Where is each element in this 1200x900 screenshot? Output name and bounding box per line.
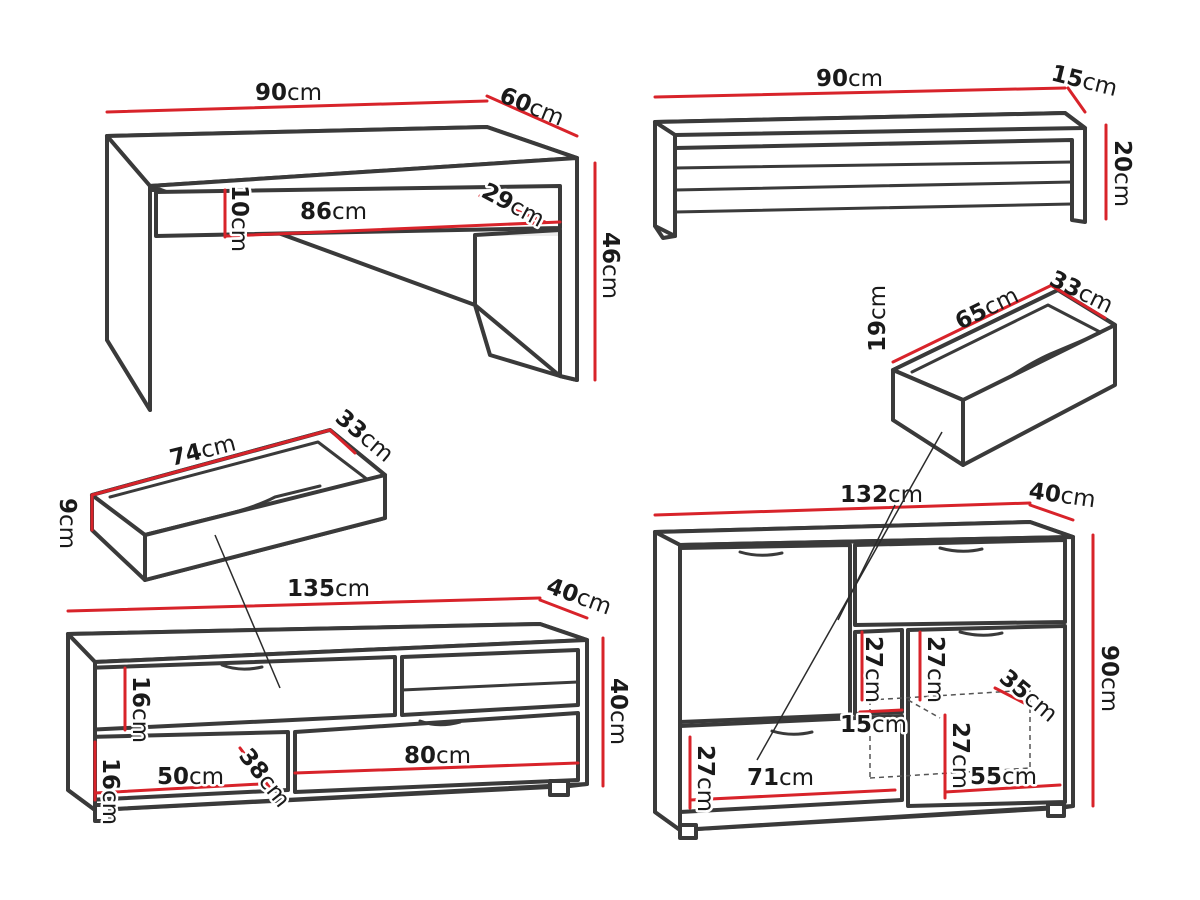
- chest-lower-right-height-label: 27cm: [947, 722, 973, 789]
- chest-drawer-height-label: 19cm: [865, 285, 891, 352]
- chest-drawer-drawing: [891, 288, 1117, 467]
- chest-top-leader-line: [837, 504, 896, 621]
- top-shelf-height-label: 20cm: [1109, 140, 1135, 207]
- tv-unit-lower-height-label: 16cm: [97, 758, 123, 825]
- desk-depth-label: 60cm: [496, 82, 568, 131]
- chest-drawing: [653, 520, 1075, 840]
- chest-bottom-left-height-label: 27cm: [692, 745, 718, 812]
- desk-shelf-width-label: 86cm: [300, 199, 367, 225]
- chest-narrow-height-label: 27cm: [860, 636, 886, 703]
- top-shelf-width-label: 90cm: [816, 66, 883, 92]
- chest-width-label: 132cm: [840, 482, 923, 508]
- chest-lower-right-width-label: 55cm: [970, 764, 1037, 790]
- tv-unit-left-width-label: 50cm: [157, 764, 224, 790]
- top-shelf-drawing: [653, 111, 1087, 240]
- desk-shelf-height-label: 10cm: [226, 185, 252, 252]
- tv-drawer-height-label: 9cm: [54, 498, 80, 549]
- chest-dimensions: [653, 501, 1095, 810]
- top-shelf-dimensions: [653, 86, 1108, 221]
- tv-unit-upper-height-label: 16cm: [127, 676, 153, 743]
- chest-depth-label: 40cm: [1027, 478, 1097, 513]
- tv-drawer-dimensions: [90, 428, 357, 532]
- chest-drawer-dimensions: [891, 284, 1107, 364]
- tv-unit-dimensions: [66, 596, 605, 802]
- chest-height-label: 90cm: [1096, 645, 1122, 712]
- top-shelf-depth-label: 15cm: [1049, 61, 1120, 102]
- tv-unit-width-label: 135cm: [287, 576, 370, 602]
- chest-narrow-width-label: 15cm: [840, 712, 907, 738]
- desk-drawing: [105, 125, 579, 412]
- tv-drawer-drawing: [90, 428, 387, 582]
- chest-labels: 132cm 40cm 90cm 27cm 71cm 27cm 15cm 27cm…: [690, 478, 1123, 814]
- chest-bottom-left-width-label: 71cm: [747, 765, 814, 791]
- tv-unit-height-label: 40cm: [605, 678, 631, 745]
- desk-height-label: 46cm: [597, 232, 623, 299]
- tv-unit-right-width-label: 80cm: [404, 743, 471, 769]
- chest-mid-right-height-label: 27cm: [922, 636, 948, 703]
- desk-width-label: 90cm: [255, 80, 322, 106]
- top-shelf-labels: 90cm 15cm 20cm: [816, 61, 1135, 207]
- tv-drawer-leader-line: [214, 534, 281, 689]
- desk-dimensions: [105, 94, 597, 382]
